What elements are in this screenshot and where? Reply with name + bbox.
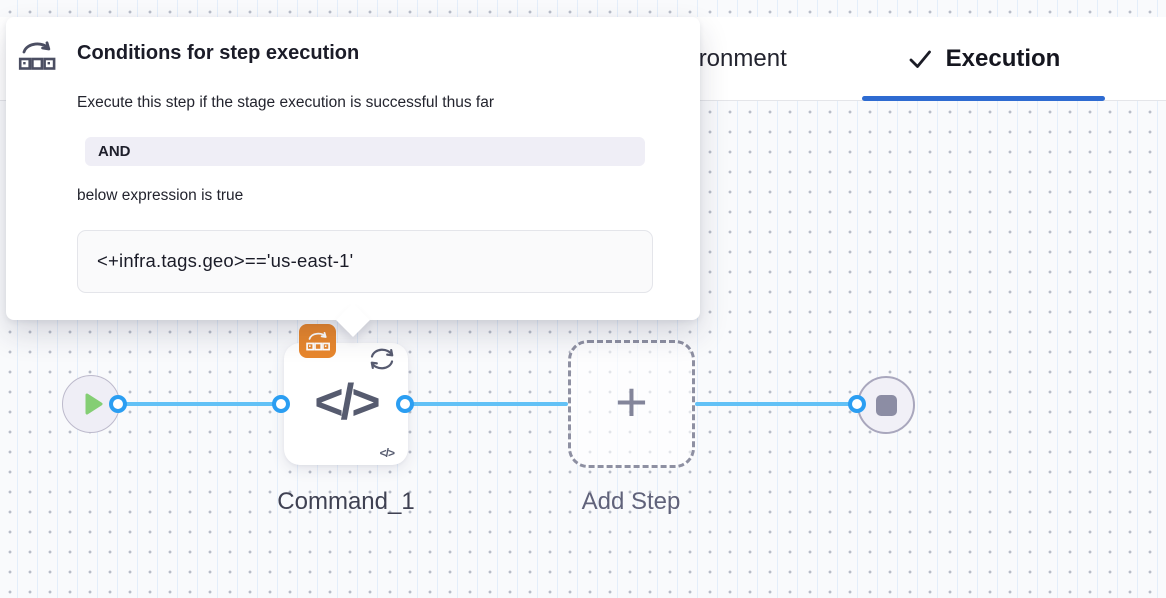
conditional-execution-tooltip: Conditions for step execution Execute th…	[6, 17, 700, 337]
step-node-command[interactable]: </> </>	[284, 324, 408, 465]
tab-execution-label: Execution	[945, 44, 1061, 72]
port-step-in[interactable]	[272, 395, 290, 413]
tooltip-description: Execute this step if the stage execution…	[77, 94, 494, 111]
port-start-out[interactable]	[109, 395, 127, 413]
edge-addstep-to-end	[695, 402, 857, 406]
operator-badge: AND	[85, 137, 645, 166]
edge-start-to-step	[118, 402, 281, 406]
port-step-out[interactable]	[396, 395, 414, 413]
command-step-icon: </>	[314, 374, 380, 430]
stop-icon	[875, 394, 897, 416]
tab-execution[interactable]: Execution	[862, 17, 1105, 101]
expression-box: <+infra.tags.geo>=='us-east-1'	[77, 230, 653, 293]
edge-step-to-addstep	[405, 402, 568, 406]
plus-icon: +	[615, 369, 648, 433]
add-step-label[interactable]: Add Step	[581, 488, 681, 515]
check-icon	[907, 47, 933, 71]
port-end-in[interactable]	[848, 395, 866, 413]
command-type-mini-icon: </>	[379, 446, 395, 460]
expression-caption: below expression is true	[77, 187, 244, 204]
looping-strategy-icon[interactable]	[367, 346, 397, 372]
play-icon	[83, 392, 105, 416]
conditional-execution-badge[interactable]	[299, 324, 336, 358]
tooltip-title: Conditions for step execution	[77, 42, 360, 64]
expression-value: <+infra.tags.geo>=='us-east-1'	[97, 250, 354, 271]
step-name-label[interactable]: Command_1	[277, 488, 415, 515]
active-tab-indicator	[862, 96, 1105, 101]
conditional-execution-icon	[305, 330, 331, 353]
add-step-button[interactable]: +	[568, 340, 695, 468]
conditional-execution-header-icon	[17, 39, 57, 73]
end-node[interactable]	[857, 376, 915, 434]
